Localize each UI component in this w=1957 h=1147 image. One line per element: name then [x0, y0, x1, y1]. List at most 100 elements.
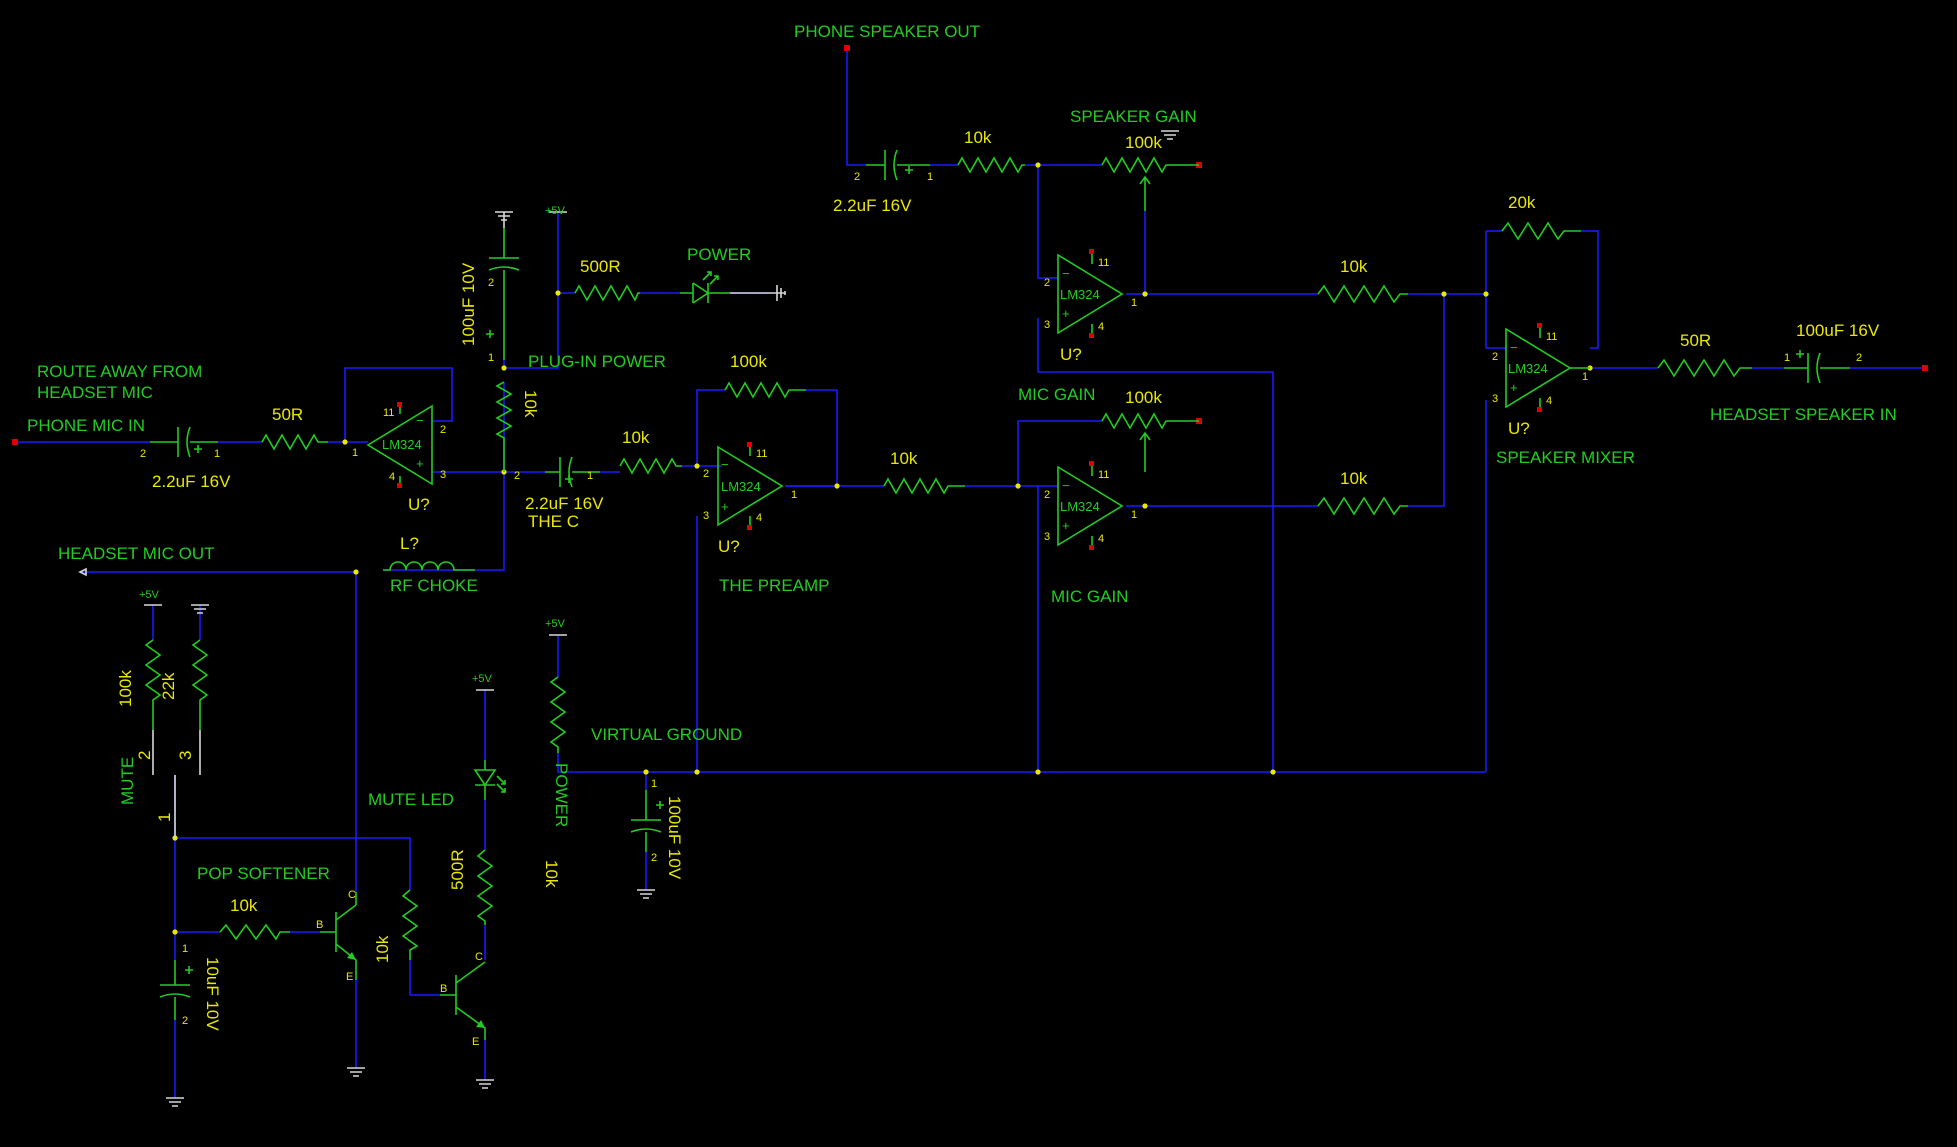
resistor-mix-2	[1317, 496, 1408, 516]
pin-numbers: 2 1 2 1 2 1 1 2 2 1 1 2 1 2 B C E B C E	[140, 171, 1862, 1048]
svg-text:2: 2	[854, 171, 860, 183]
port-headset-mic-out[interactable]	[78, 567, 87, 577]
svg-text:+: +	[1062, 518, 1070, 533]
svg-text:11: 11	[756, 448, 767, 460]
svg-text:10k: 10k	[890, 449, 918, 468]
svg-text:L?: L?	[400, 534, 419, 553]
resistor-bias	[495, 381, 513, 472]
svg-text:2: 2	[651, 852, 657, 864]
svg-text:1: 1	[791, 489, 797, 501]
svg-text:1: 1	[214, 448, 220, 460]
capacitor-mic-in	[150, 426, 218, 458]
port-headset-speaker-in[interactable]	[1922, 365, 1928, 371]
svg-text:3: 3	[1044, 531, 1050, 543]
pot-speaker-gain	[1101, 156, 1199, 211]
svg-text:+: +	[1062, 306, 1070, 321]
svg-text:−: −	[721, 457, 729, 472]
label-pop-softener: POP SOFTENER	[197, 864, 330, 883]
ground-power-led	[730, 285, 786, 301]
label-route-away: ROUTE AWAY FROM	[37, 362, 202, 381]
svg-text:2.2uF 16V: 2.2uF 16V	[833, 196, 912, 215]
junctions	[172, 162, 1593, 935]
svg-text:3: 3	[440, 469, 446, 481]
capacitor-speaker-in	[866, 149, 930, 181]
opamp-speaker-mixer: LM324 − + 11 4 2 3 1 U?	[1492, 323, 1590, 438]
svg-text:E: E	[346, 971, 353, 983]
ground-pop-cap	[165, 1097, 185, 1107]
svg-text:−: −	[1062, 478, 1070, 493]
svg-text:LM324: LM324	[1060, 499, 1100, 514]
svg-text:10k: 10k	[622, 428, 650, 447]
svg-text:LM324: LM324	[1060, 287, 1100, 302]
svg-text:2: 2	[440, 424, 446, 436]
svg-text:100uF 10V: 100uF 10V	[665, 796, 684, 880]
svg-text:1: 1	[1131, 509, 1137, 521]
label-headset-mic: HEADSET MIC	[37, 383, 153, 402]
ground-virtual	[636, 889, 656, 899]
label-mute-led: MUTE LED	[368, 790, 454, 809]
svg-text:+: +	[1510, 380, 1518, 395]
svg-text:+: +	[721, 499, 729, 514]
svg-text:10k: 10k	[230, 896, 258, 915]
resistor-base	[401, 889, 419, 960]
svg-text:100k: 100k	[730, 352, 767, 371]
label-virtual-ground: VIRTUAL GROUND	[591, 725, 742, 744]
label-power: POWER	[687, 245, 751, 264]
label-speaker-gain: SPEAKER GAIN	[1070, 107, 1197, 126]
label-rf-choke: RF CHOKE	[390, 576, 478, 595]
capacitor-bulk-power	[486, 212, 520, 360]
ic-part-label: LM324	[382, 437, 422, 452]
svg-text:2: 2	[703, 468, 709, 480]
svg-text:2: 2	[1856, 352, 1862, 364]
svg-text:11: 11	[1098, 469, 1109, 481]
opamp-speaker-gain: LM324 − + 11 4 2 3 1 U?	[1044, 249, 1137, 364]
resistor-preamp-feedback	[724, 381, 806, 399]
svg-text:10k: 10k	[1340, 257, 1368, 276]
svg-text:1: 1	[927, 171, 933, 183]
wires	[15, 48, 1926, 1098]
label-plug-in-power: PLUG-IN POWER	[528, 352, 666, 371]
mute-led-diode	[473, 760, 506, 800]
svg-text:2: 2	[135, 751, 154, 760]
label-phone-speaker-out: PHONE SPEAKER OUT	[794, 22, 980, 41]
port-phone-mic-in[interactable]	[12, 439, 18, 445]
svg-text:10k: 10k	[373, 935, 392, 963]
svg-text:1: 1	[182, 943, 188, 955]
opamp-input-buffer: LM324 − + 11 4 2 3 1 U?	[352, 402, 446, 514]
label-headset-mic-out: HEADSET MIC OUT	[58, 544, 214, 563]
svg-text:2: 2	[488, 277, 494, 289]
svg-text:100k: 100k	[116, 670, 135, 707]
resistor-output	[1657, 358, 1752, 378]
svg-text:C: C	[475, 951, 483, 963]
green-labels: PHONE SPEAKER OUT SPEAKER GAIN POWER PLU…	[27, 22, 1897, 883]
svg-text:20k: 20k	[1508, 193, 1536, 212]
resistor-pop	[219, 923, 290, 941]
supply-mute-led: +5V	[472, 673, 493, 685]
svg-text:100k: 100k	[1125, 388, 1162, 407]
supply-virtual-ground: +5V	[545, 618, 566, 630]
label-mic-gain: MIC GAIN	[1051, 587, 1128, 606]
capacitor-pop	[159, 960, 193, 1020]
supply-mute: +5V	[139, 589, 160, 601]
svg-text:B: B	[440, 983, 447, 995]
svg-text:100k: 100k	[1125, 133, 1162, 152]
svg-text:−: −	[1510, 340, 1518, 355]
label-mute: MUTE	[118, 757, 137, 805]
pot-mic-gain	[1101, 412, 1199, 472]
transistor-mute-led	[440, 961, 486, 1040]
ic-minus: −	[416, 413, 424, 428]
resistor-mic-in	[261, 433, 328, 451]
svg-text:10k: 10k	[542, 860, 561, 888]
inductor-rf-choke	[383, 561, 475, 571]
port-phone-speaker-out[interactable]	[844, 45, 850, 51]
supply-plugin: +5V	[545, 205, 566, 217]
svg-text:10k: 10k	[1340, 469, 1368, 488]
mute-switch[interactable]	[152, 730, 201, 838]
svg-text:LM324: LM324	[1508, 361, 1548, 376]
ground-mute-led-transistor	[475, 1079, 495, 1089]
label-speaker-mixer: SPEAKER MIXER	[1496, 448, 1635, 467]
ic-ref: U?	[408, 495, 430, 514]
svg-text:10k: 10k	[964, 128, 992, 147]
svg-text:2: 2	[1044, 489, 1050, 501]
